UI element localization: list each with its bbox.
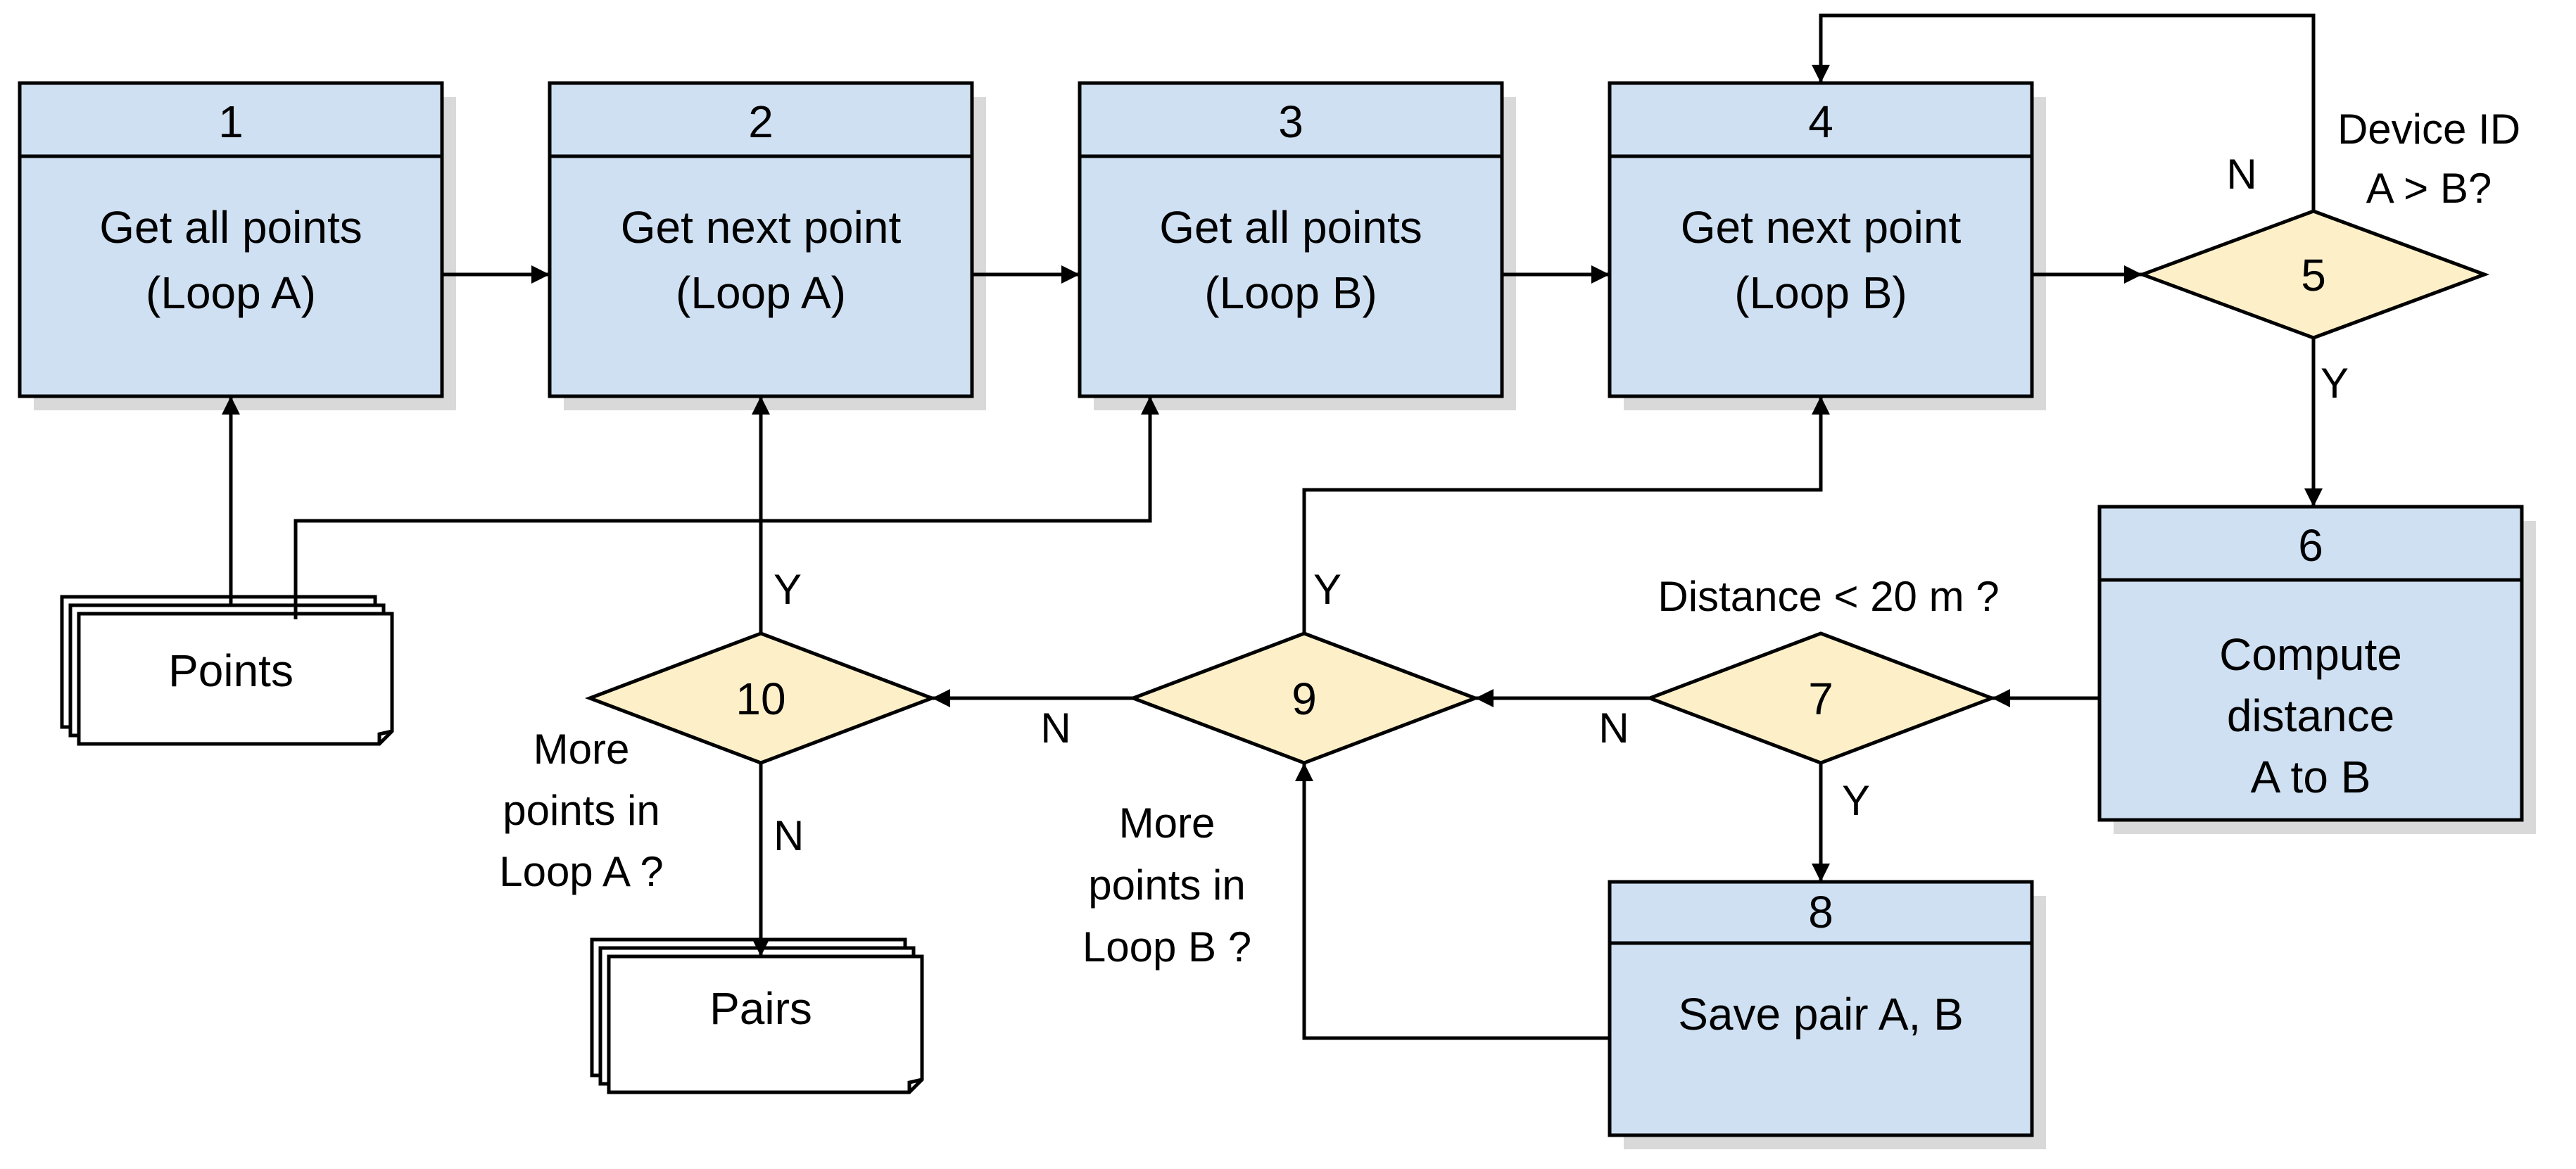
decision-5-question-line-1: Device ID <box>2337 106 2520 153</box>
process-box-2-line-1: Get next point <box>621 202 902 253</box>
process-box-2-line-2: (Loop A) <box>676 267 846 318</box>
decision-9: 9 <box>1128 631 1481 765</box>
connector-5-no-to-4 <box>1812 13 2316 211</box>
edge-label-10-no: N <box>774 812 804 859</box>
document-pairs: Pairs <box>590 937 924 1094</box>
decision-7-number: 7 <box>1808 674 1833 724</box>
edge-label-5-no: N <box>2226 151 2256 198</box>
decision-5: 5 <box>2137 209 2490 340</box>
process-box-4: 4 Get next point (Loop B) <box>1608 81 2046 410</box>
process-box-3-line-2: (Loop B) <box>1204 267 1377 318</box>
decision-10-question-line-1: More <box>533 726 630 773</box>
process-box-4-line-1: Get next point <box>1681 202 1962 253</box>
decision-5-number: 5 <box>2301 250 2326 301</box>
process-box-6-line-3: A to B <box>2251 752 2371 802</box>
process-box-1-line-1: Get all points <box>99 202 362 253</box>
connector-8-to-9 <box>1295 763 1610 1040</box>
document-points: Points <box>60 595 394 746</box>
process-box-8: 8 Save pair A, B <box>1608 880 2046 1149</box>
decision-9-number: 9 <box>1292 674 1317 724</box>
process-box-6-number: 6 <box>2298 520 2323 571</box>
process-box-6-line-1: Compute <box>2219 629 2402 680</box>
connector-9-yes-to-4 <box>1302 396 1830 633</box>
edge-label-9-no: N <box>1040 704 1071 752</box>
decision-10: 10 <box>584 631 937 765</box>
process-box-1-line-2: (Loop A) <box>146 267 316 318</box>
process-box-6: 6 Compute distance A to B <box>2097 505 2536 834</box>
process-box-1-number: 1 <box>218 96 244 147</box>
process-box-3-line-1: Get all points <box>1159 202 1422 253</box>
process-box-4-number: 4 <box>1808 96 1833 147</box>
decision-10-question-line-3: Loop A ? <box>499 848 664 895</box>
process-box-8-number: 8 <box>1808 887 1833 937</box>
process-box-6-line-2: distance <box>2227 690 2394 741</box>
decision-7-question: Distance < 20 m ? <box>1658 573 1999 620</box>
decision-10-question-line-2: points in <box>503 787 659 834</box>
edge-label-7-yes: Y <box>1842 777 1870 824</box>
document-points-label: Points <box>168 645 293 696</box>
process-box-2: 2 Get next point (Loop A) <box>548 81 986 410</box>
process-box-1: 1 Get all points (Loop A) <box>18 81 456 410</box>
decision-9-question-line-1: More <box>1119 800 1216 847</box>
edge-label-10-yes: Y <box>774 566 802 613</box>
edge-label-9-yes: Y <box>1313 566 1341 613</box>
decision-7: 7 <box>1644 631 1997 765</box>
decision-10-number: 10 <box>735 674 785 724</box>
document-pairs-label: Pairs <box>709 983 812 1034</box>
edge-label-7-no: N <box>1598 704 1629 752</box>
process-box-4-line-2: (Loop B) <box>1734 267 1907 318</box>
decision-9-question-line-2: points in <box>1088 861 1245 909</box>
decision-9-question-line-3: Loop B ? <box>1082 923 1251 971</box>
decision-5-question-line-2: A > B? <box>2366 165 2492 212</box>
connector-points-to-3 <box>293 396 1159 619</box>
process-box-2-number: 2 <box>748 96 774 147</box>
edge-label-5-yes: Y <box>2321 360 2349 407</box>
connectors <box>222 13 2323 1040</box>
process-box-8-line-1: Save pair A, B <box>1678 989 1964 1040</box>
process-box-3-number: 3 <box>1278 96 1303 147</box>
process-box-3: 3 Get all points (Loop B) <box>1078 81 1516 410</box>
